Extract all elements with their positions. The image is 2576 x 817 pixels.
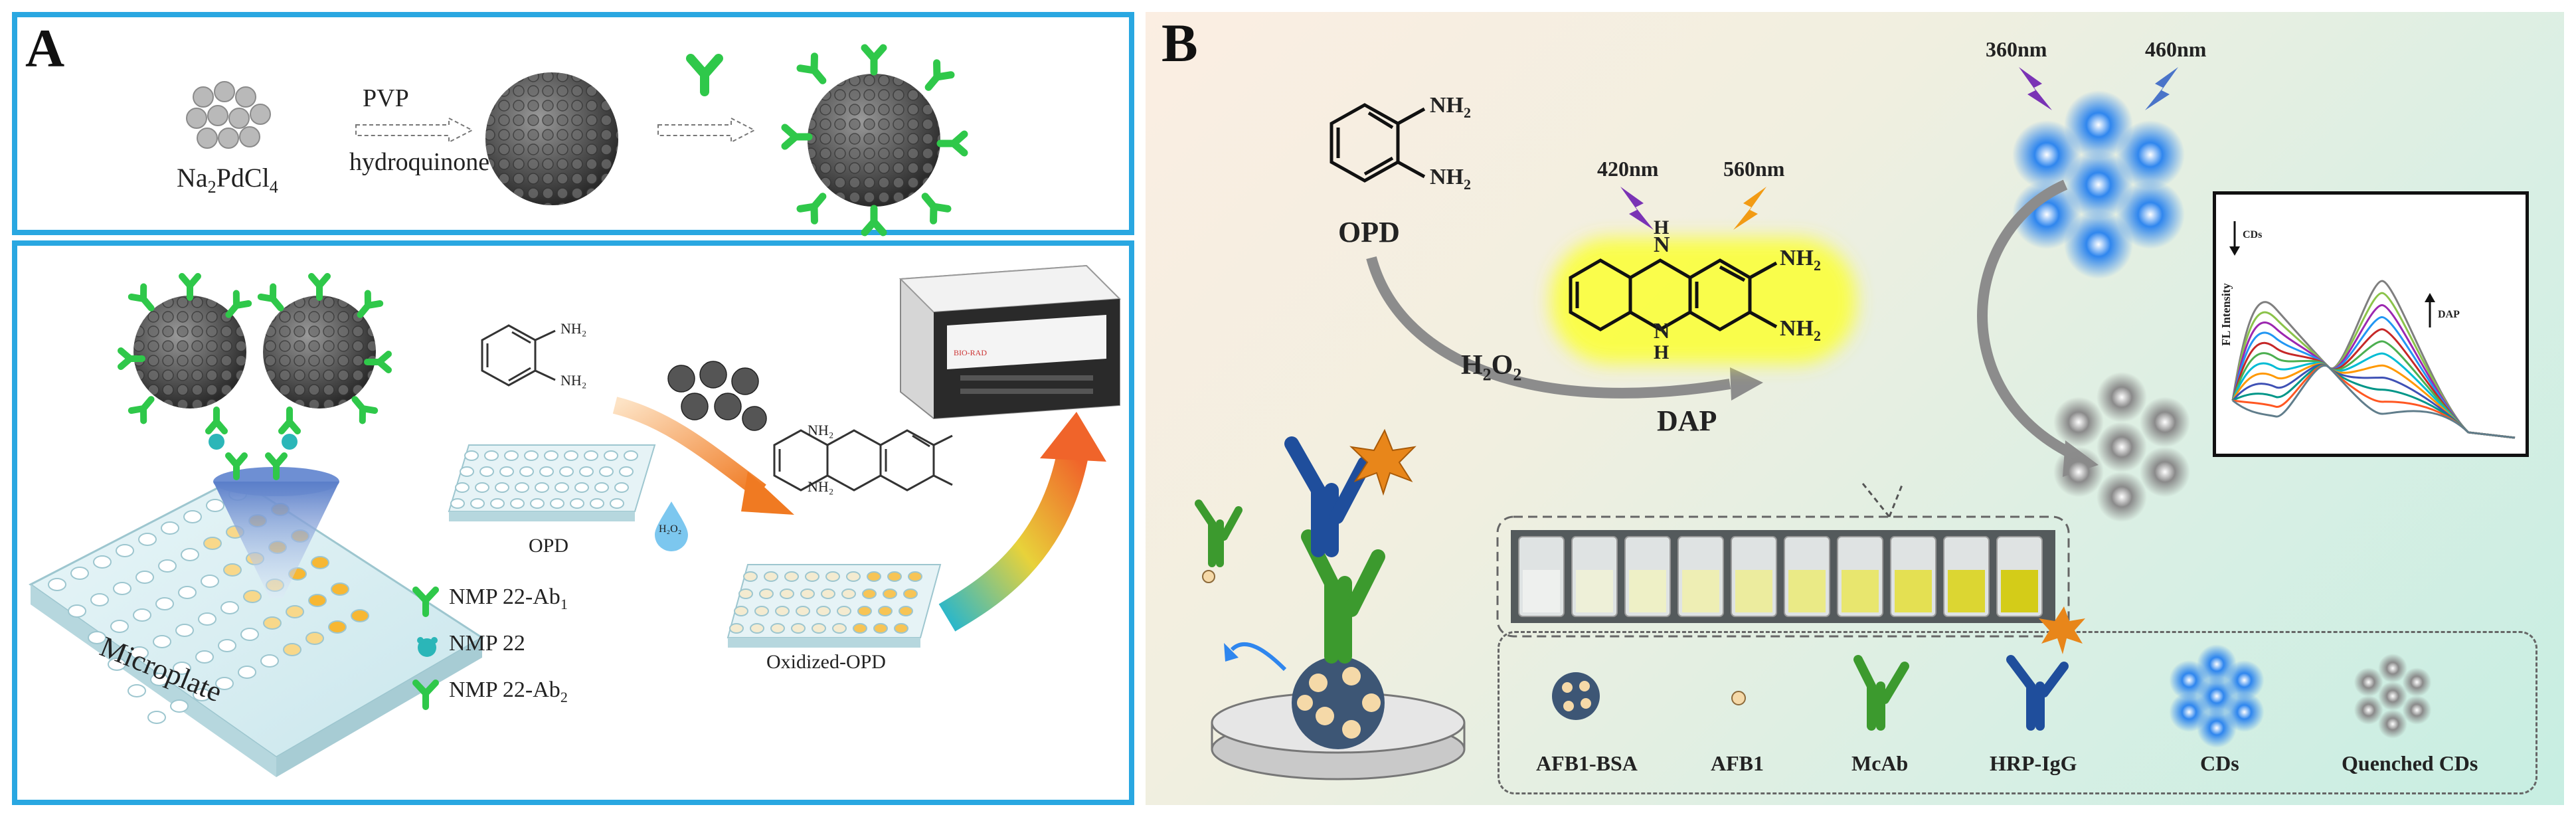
oxidized-opd-structure xyxy=(773,429,953,492)
afb1-bsa-icon xyxy=(1552,672,1600,720)
cds-legend-icon xyxy=(2169,644,2265,748)
oxidized-nh2-bottom: NH₂ xyxy=(808,478,834,495)
legend-mcab: McAb xyxy=(1851,751,1909,775)
legend-ab2: NMP 22-Ab2 xyxy=(449,678,568,705)
nmp22-icon xyxy=(417,637,438,657)
pd-nanoparticle xyxy=(485,72,618,205)
legend-quenched-cds: Quenched CDs xyxy=(2342,751,2478,775)
legend-ab1: NMP 22-Ab1 xyxy=(449,585,568,612)
dap-h-top: H xyxy=(1654,217,1670,238)
oxidized-nh2-top: NH₂ xyxy=(808,422,834,438)
fluorescence-spectrum: FL Intensity CDs DAP xyxy=(2213,191,2529,457)
opd-to-dap-arrow xyxy=(1366,256,1763,401)
cuvette-series xyxy=(1496,483,2070,638)
dap-h-bottom: H xyxy=(1654,341,1670,363)
emission-460: 460nm xyxy=(2145,37,2207,61)
dap-structure xyxy=(1551,238,1856,364)
spectrum-cds-label: CDs xyxy=(2243,229,2263,240)
excitation-420: 420nm xyxy=(1597,157,1659,181)
spectrum-plot xyxy=(2229,221,2516,439)
immunocomplex xyxy=(118,273,392,480)
opd-plate-label: OPD xyxy=(529,535,569,557)
precursor-label: Na2PdCl4 xyxy=(177,163,278,197)
antibody-conjugated-nanoparticle xyxy=(781,44,968,236)
legend-b: AFB1-BSA AFB1 McAb HRP-IgG CDs Quenched … xyxy=(1498,606,2537,794)
opd-structure-b xyxy=(1330,103,1426,183)
panel-a-assay: Microplate xyxy=(12,240,1134,805)
h2o2-label-b: H2O2 xyxy=(1461,350,1522,385)
capture-cone xyxy=(213,467,339,598)
antibody-icon xyxy=(686,54,723,96)
h2o2-drop xyxy=(655,501,688,551)
spectrum-ylabel: FL Intensity xyxy=(2219,283,2233,346)
cds-cluster xyxy=(2012,90,2185,279)
dap-label: DAP xyxy=(1657,405,1717,437)
lightning-360-icon xyxy=(2019,67,2052,110)
immunoassay-well xyxy=(1195,428,1466,780)
microplate-reader xyxy=(899,264,1122,420)
pvp-label: PVP xyxy=(363,84,409,112)
legend-hrp-igg: HRP-IgG xyxy=(1990,751,2077,775)
oxidized-plate-label: Oxidized-OPD xyxy=(766,651,886,673)
legend-afb1: AFB1 xyxy=(1711,751,1764,775)
oxidized-plate xyxy=(727,564,942,648)
opd-plate xyxy=(448,444,656,521)
opd-nh2-bottom: NH₂ xyxy=(560,372,587,389)
opd-b-nh2-top: NH2 xyxy=(1430,93,1471,121)
opd-b-label: OPD xyxy=(1338,216,1400,248)
spectrum-dap-label: DAP xyxy=(2438,309,2460,320)
opd-nh2-top: NH₂ xyxy=(560,320,587,337)
legend-afb1-bsa: AFB1-BSA xyxy=(1536,751,1638,775)
reaction-arrow xyxy=(612,397,794,515)
emission-560: 560nm xyxy=(1723,157,1785,181)
synthesis-arrow xyxy=(355,117,474,143)
panel-a-letter: A xyxy=(25,18,65,78)
legend-cds: CDs xyxy=(2200,751,2239,775)
panel-b: B NH2 NH2 OPD H2O2 N H N H NH2 NH2 DAP 4… xyxy=(1146,12,2564,805)
dap-nh2-bottom: NH2 xyxy=(1780,316,1821,344)
nanozyme-cluster xyxy=(667,361,767,431)
quenched-cds-legend-icon xyxy=(2354,654,2432,739)
opd-structure-a xyxy=(481,324,556,387)
mcab-icon xyxy=(1853,655,1909,731)
ab2-icon xyxy=(412,680,439,710)
panel-b-letter: B xyxy=(1161,13,1198,73)
reader-brand: BIO-RAD xyxy=(954,348,987,357)
ab1-icon xyxy=(412,587,439,617)
hrp-igg-icon xyxy=(2006,606,2085,731)
lightning-460-icon xyxy=(2145,67,2178,110)
excitation-360: 360nm xyxy=(1986,37,2047,61)
afb1-icon xyxy=(1731,691,1746,705)
dap-n-top: N xyxy=(1654,232,1670,257)
readout-arrow xyxy=(938,412,1106,632)
h2o2-label-a: H₂O₂ xyxy=(659,523,682,535)
microplate xyxy=(29,476,484,777)
dap-n-bottom: N xyxy=(1654,319,1670,343)
lightning-420-icon xyxy=(1620,187,1654,230)
dap-nh2-top: NH2 xyxy=(1780,246,1821,274)
lightning-560-icon xyxy=(1733,187,1766,230)
panel-a-synthesis: A Na2PdCl4 PVP hydroquinone xyxy=(12,12,1134,236)
hydroquinone-label: hydroquinone xyxy=(349,148,490,176)
pd-precursor-dots xyxy=(186,81,271,149)
legend-nmp22: NMP 22 xyxy=(449,631,525,656)
conjugation-arrow xyxy=(657,117,756,143)
opd-b-nh2-bottom: NH2 xyxy=(1430,165,1471,193)
quenched-cds-cluster xyxy=(2053,372,2190,522)
